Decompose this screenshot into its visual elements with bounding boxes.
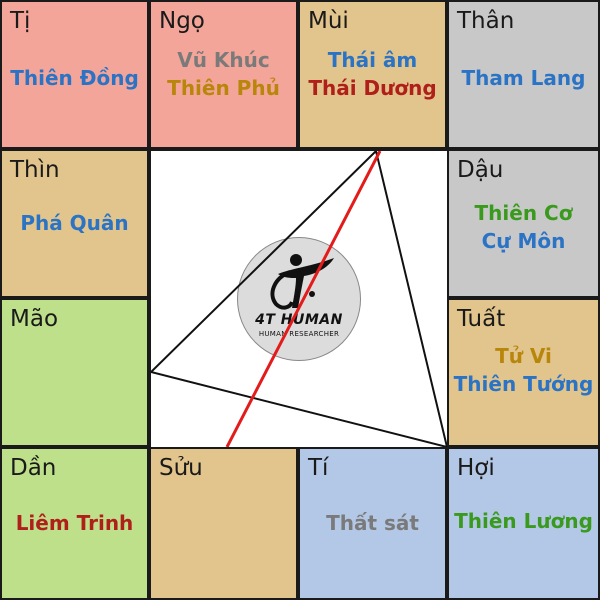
star-name: Vũ Khúc <box>177 48 270 72</box>
star-name: Cự Môn <box>481 229 566 253</box>
red-axis-line <box>225 151 382 447</box>
palace-name: Tuất <box>457 306 506 332</box>
center-area: 4T HUMAN HUMAN RESEARCHER <box>151 151 447 447</box>
palace-tuat: Tuất Tử Vi Thiên Tướng <box>449 300 598 445</box>
palace-ti-bottom: Tí Thất sát <box>300 449 445 598</box>
palace-mui: Mùi Thái âm Thái Dương <box>300 2 445 147</box>
palace-name: Tị <box>10 8 31 34</box>
palace-name: Thân <box>457 8 515 34</box>
palace-name: Mùi <box>308 8 349 34</box>
palace-suu: Sửu <box>151 449 296 598</box>
star-name: Thái âm <box>327 48 418 72</box>
palace-than: Thân Tham Lang <box>449 2 598 147</box>
palace-ti-top: Tị Thiên Đồng <box>2 2 147 147</box>
palace-name: Ngọ <box>159 8 205 34</box>
palace-name: Dậu <box>457 157 504 183</box>
logo-tagline: HUMAN RESEARCHER <box>258 330 340 338</box>
logo-brand: 4T HUMAN <box>255 312 343 328</box>
star-name: Thiên Đồng <box>10 66 139 90</box>
star-name: Thất sát <box>326 511 419 535</box>
palace-thin: Thìn Phá Quân <box>2 151 147 296</box>
palace-hoi: Hợi Thiên Lương <box>449 449 598 598</box>
palace-name: Thìn <box>10 157 60 183</box>
star-name: Phá Quân <box>20 211 129 235</box>
palace-ngo: Ngọ Vũ Khúc Thiên Phủ <box>151 2 296 147</box>
logo: 4T HUMAN HUMAN RESEARCHER <box>237 237 361 361</box>
palace-name: Mão <box>10 306 59 332</box>
star-name: Thái Dương <box>308 76 437 100</box>
palace-name: Tí <box>308 455 329 481</box>
palace-name: Sửu <box>159 455 203 481</box>
human-figure-icon <box>270 254 334 310</box>
star-name: Tử Vi <box>495 344 552 368</box>
star-name: Tham Lang <box>461 66 586 90</box>
palace-mao: Mão <box>2 300 147 445</box>
triangle-outline <box>151 151 447 447</box>
palace-dau: Dậu Thiên Cơ Cự Môn <box>449 151 598 296</box>
star-name: Liêm Trinh <box>15 511 134 535</box>
star-name: Thiên Phủ <box>167 76 280 100</box>
palace-dan: Dần Liêm Trinh <box>2 449 147 598</box>
triangle-overlay <box>151 151 447 447</box>
palace-name: Dần <box>10 455 57 481</box>
star-name: Thiên Lương <box>454 509 593 533</box>
star-name: Thiên Tướng <box>453 372 594 396</box>
star-name: Thiên Cơ <box>474 201 573 225</box>
palace-name: Hợi <box>457 455 495 481</box>
